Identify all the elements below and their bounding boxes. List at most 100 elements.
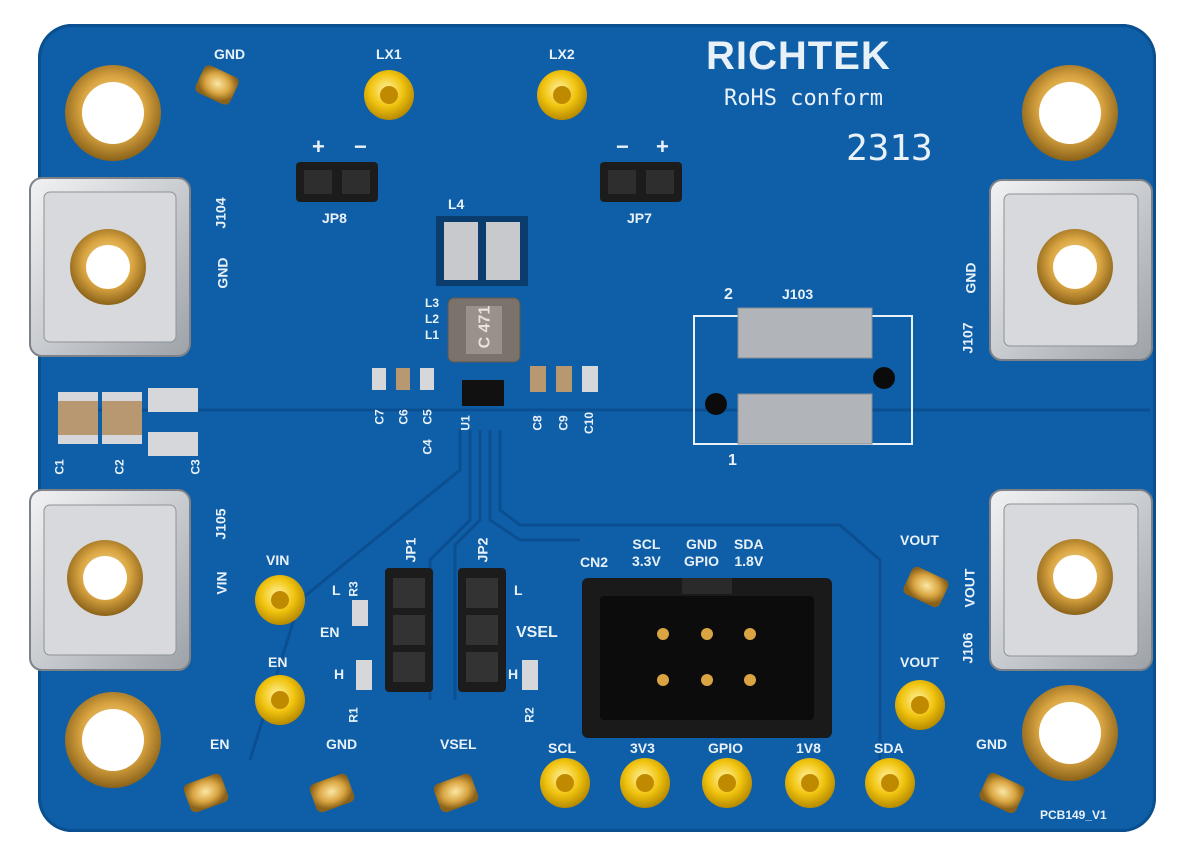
label-vout-mid: VOUT (900, 654, 939, 670)
label-j106: J106 (959, 632, 976, 664)
label-scl-3v3: SCL 3.3V (632, 536, 661, 569)
mounting-hole-top-right (1022, 65, 1118, 161)
capacitor-c3 (148, 388, 198, 456)
capacitor-c2 (102, 392, 142, 444)
test-point-sda (865, 758, 915, 808)
brand-logo: RICHTEK (706, 34, 891, 78)
sma-post-gnd-right (979, 772, 1025, 814)
label-j105: J105 (212, 508, 229, 540)
label-lx1: LX1 (376, 46, 402, 62)
label-r3: R3 (346, 581, 361, 597)
mounting-hole-bottom-right (1022, 685, 1118, 781)
label-jp8-plus: + (312, 134, 325, 159)
label-jp1: JP1 (402, 537, 419, 563)
label-c6: C6 (396, 409, 411, 425)
label-gnd-bottom: GND (326, 736, 358, 752)
rohs-label: RoHS conform (724, 86, 883, 111)
mounting-hole-bottom-left (65, 692, 161, 788)
header-jp2 (458, 568, 506, 692)
label-l2: L2 (425, 312, 440, 326)
pcb-id-label: PCB149_V1 (1040, 808, 1107, 822)
terminal-j107 (989, 179, 1153, 361)
label-jp2: JP2 (474, 537, 491, 563)
label-cn2: CN2 (580, 554, 609, 570)
test-point-1v8 (785, 758, 835, 808)
sma-post-gnd-bottom (309, 773, 355, 813)
label-j104-gnd: GND (214, 257, 231, 289)
label-j106-vout: VOUT (961, 568, 978, 608)
label-1v8: 1V8 (796, 740, 821, 756)
label-sda-1v8: SDA 1.8V (734, 536, 764, 569)
label-3v3: 3V3 (630, 740, 655, 756)
date-code: 2313 (846, 128, 933, 169)
capacitor-c1 (58, 392, 98, 444)
label-jp8: JP8 (322, 210, 347, 226)
label-j107-gnd: GND (962, 262, 979, 294)
sma-post-gnd-top (195, 65, 239, 105)
terminal-j104 (29, 177, 191, 357)
label-c1: C1 (52, 459, 67, 475)
mounting-hole-top-left (65, 65, 161, 161)
label-jp7-plus: + (656, 134, 669, 159)
label-c8: C8 (530, 415, 545, 431)
label-vout-top: VOUT (900, 532, 939, 548)
small-caps-right (530, 366, 598, 392)
connector-cn2 (582, 578, 832, 738)
label-en-mid: EN (268, 654, 288, 670)
label-jp7-minus: − (616, 134, 629, 159)
label-lx2: LX2 (549, 46, 575, 62)
inductor-l1 (447, 297, 521, 363)
connector-j103 (693, 307, 913, 445)
jumper-jp7 (600, 162, 682, 202)
test-point-3v3 (620, 758, 670, 808)
test-point-lx1 (364, 70, 414, 120)
inductor-l4 (436, 216, 528, 286)
terminal-j106 (989, 489, 1153, 671)
test-point-scl (540, 758, 590, 808)
label-jp2-h: H (508, 666, 519, 682)
sma-post-en (183, 773, 229, 813)
label-c10: C10 (582, 411, 597, 435)
label-c9: C9 (556, 415, 571, 431)
label-en-bottom: EN (210, 736, 230, 752)
test-point-lx2 (537, 70, 587, 120)
label-j105-vin: VIN (213, 571, 230, 595)
test-point-vout (895, 680, 945, 730)
inductor-marking: C 471 (476, 305, 494, 349)
label-c5: C5 (420, 409, 435, 425)
label-sda: SDA (874, 740, 904, 756)
small-caps-left (372, 368, 434, 390)
sma-post-vout (903, 566, 949, 608)
label-jp7: JP7 (627, 210, 652, 226)
label-jp8-minus: − (354, 134, 367, 159)
ic-u1 (462, 380, 504, 406)
label-jp1-h: H (334, 666, 345, 682)
label-c2: C2 (112, 459, 127, 475)
test-point-gpio (702, 758, 752, 808)
label-r1: R1 (346, 707, 361, 723)
label-jp2-l: L (514, 582, 523, 598)
label-jp1-l: L (332, 582, 341, 598)
label-j107: J107 (959, 322, 976, 354)
label-vsel-bottom: VSEL (440, 736, 477, 752)
label-l1: L1 (425, 328, 440, 342)
sma-post-vsel (433, 773, 479, 813)
test-point-vin (255, 575, 305, 625)
label-c7: C7 (372, 409, 387, 425)
label-c4: C4 (420, 439, 435, 455)
label-gpio: GPIO (708, 740, 744, 756)
label-jp1-en: EN (320, 624, 340, 640)
label-gnd-top: GND (214, 46, 246, 62)
jumper-jp8 (296, 162, 378, 202)
label-l4: L4 (448, 196, 465, 212)
label-j104: J104 (212, 197, 229, 229)
label-gnd-right: GND (976, 736, 1008, 752)
label-c3: C3 (188, 459, 203, 475)
label-scl: SCL (548, 740, 576, 756)
label-r2: R2 (522, 707, 537, 723)
label-jp2-vsel: VSEL (516, 624, 558, 641)
test-point-en (255, 675, 305, 725)
label-j103: J103 (782, 286, 814, 302)
label-vin: VIN (266, 552, 290, 568)
label-j103-pin1: 1 (728, 452, 737, 469)
